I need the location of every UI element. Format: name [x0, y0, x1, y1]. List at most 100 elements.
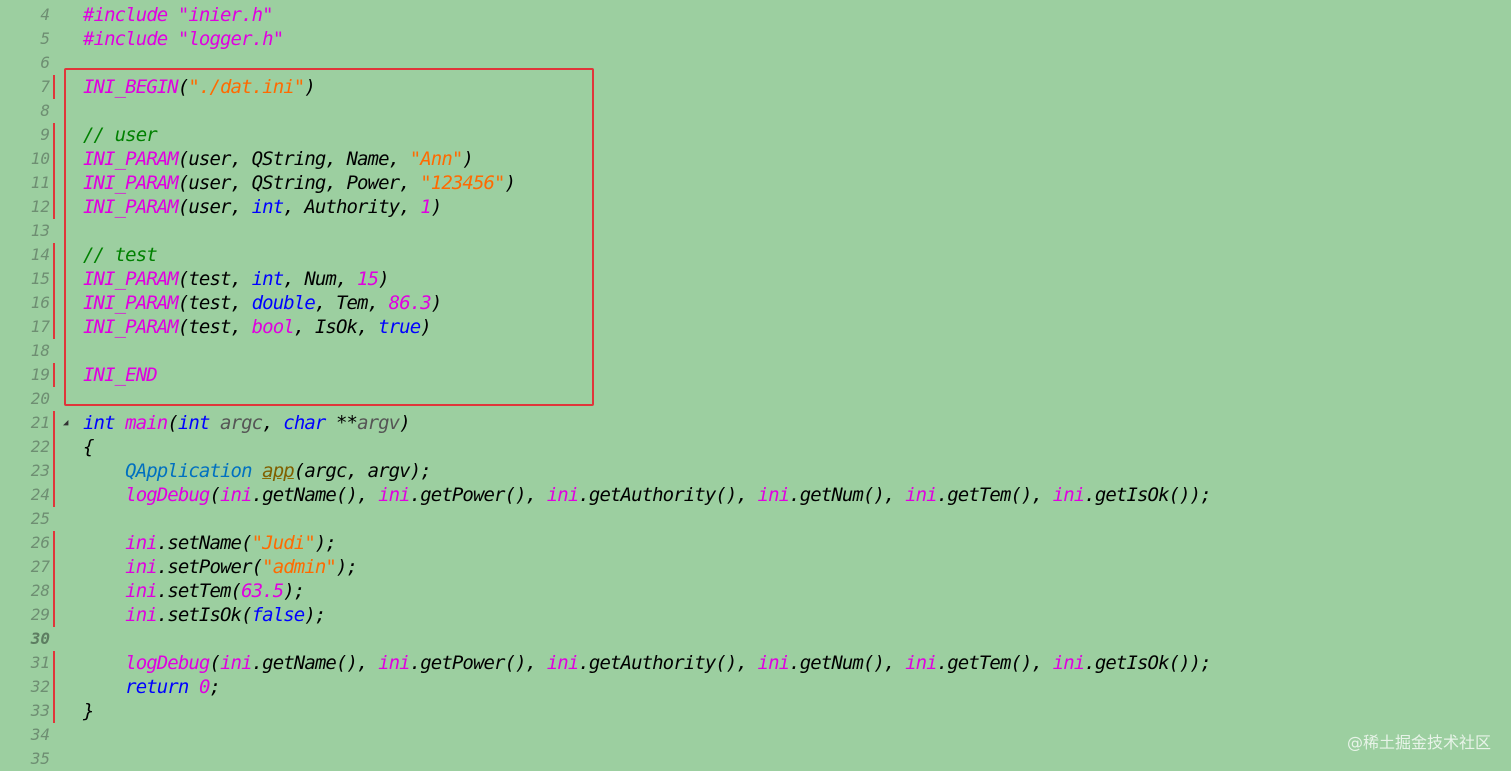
code-token: int — [251, 196, 285, 218]
code-token: .getName(), — [251, 484, 379, 506]
code-text: #include "inier.h" — [83, 3, 274, 27]
change-marker — [53, 435, 55, 459]
code-line[interactable]: 26 ini.setName("Judi"); — [0, 531, 1511, 555]
code-token: logDebug — [125, 652, 210, 674]
change-marker — [53, 123, 55, 147]
code-token: , Tem, — [314, 292, 389, 314]
code-token: INI_END — [83, 364, 158, 386]
code-text: } — [83, 699, 94, 723]
code-line[interactable]: 22 { — [0, 435, 1511, 459]
code-line[interactable]: 14// test — [0, 243, 1511, 267]
code-token: INI_PARAM — [83, 316, 179, 338]
code-line[interactable]: 29 ini.setIsOk(false); — [0, 603, 1511, 627]
code-token — [83, 532, 125, 554]
code-token: .getIsOk()); — [1084, 652, 1211, 674]
code-token: argc — [220, 412, 263, 434]
code-token — [83, 484, 125, 506]
code-line[interactable]: 24 logDebug(ini.getName(), ini.getPower(… — [0, 483, 1511, 507]
code-line[interactable]: 32 return 0; — [0, 675, 1511, 699]
code-line[interactable]: 4 #include "inier.h" — [0, 3, 1511, 27]
code-text: INI_PARAM(test, bool, IsOk, true) — [83, 315, 432, 339]
change-marker — [53, 171, 55, 195]
code-token — [83, 676, 125, 698]
code-token: ) — [399, 412, 410, 434]
code-token: { — [83, 436, 94, 458]
code-line[interactable]: 30 — [0, 627, 1511, 651]
code-token: .getNum(), — [789, 484, 906, 506]
code-token: ( — [209, 652, 221, 674]
code-text: #include "logger.h" — [83, 27, 284, 51]
code-token: (argc, argv); — [293, 460, 432, 482]
line-number: 6 — [40, 53, 50, 72]
code-line[interactable]: 25 — [0, 507, 1511, 531]
code-token: ini — [125, 532, 158, 554]
code-line[interactable]: 21◢int main(int argc, char **argv) — [0, 411, 1511, 435]
code-token — [83, 580, 125, 602]
code-token: INI_PARAM — [83, 148, 179, 170]
code-line[interactable]: 6 — [0, 51, 1511, 75]
code-token: argv — [357, 412, 400, 434]
code-token: ini — [757, 652, 791, 674]
code-token: QApplication — [125, 460, 252, 482]
line-number: 29 — [30, 605, 50, 624]
code-text: // user — [83, 123, 158, 147]
line-number: 9 — [40, 125, 50, 144]
code-line[interactable]: 31 logDebug(ini.getName(), ini.getPower(… — [0, 651, 1511, 675]
code-text: INI_PARAM(user, QString, Name, "Ann") — [83, 147, 474, 171]
code-token: ini — [757, 484, 791, 506]
change-marker — [53, 675, 55, 699]
code-line[interactable]: 28 ini.setTem(63.5); — [0, 579, 1511, 603]
code-line[interactable]: 5#include "logger.h" — [0, 27, 1511, 51]
code-token: 1 — [420, 196, 431, 218]
change-marker — [53, 699, 55, 723]
line-number: 18 — [30, 341, 50, 360]
code-token: #include — [83, 4, 178, 26]
code-token: (test, — [177, 316, 252, 338]
code-line[interactable]: 9 // user — [0, 123, 1511, 147]
code-token: 63.5 — [241, 580, 284, 602]
line-number: 22 — [30, 437, 50, 456]
code-line[interactable]: 34 — [0, 723, 1511, 747]
code-text: INI_END — [83, 363, 158, 387]
code-line[interactable]: 20 — [0, 387, 1511, 411]
code-line[interactable]: 33} — [0, 699, 1511, 723]
code-line[interactable]: 27 ini.setPower("admin"); — [0, 555, 1511, 579]
change-marker — [53, 531, 55, 555]
code-line[interactable]: 23 QApplication app(argc, argv); — [0, 459, 1511, 483]
change-marker — [53, 315, 55, 339]
code-line[interactable]: 35 — [0, 747, 1511, 771]
code-token: ); — [304, 604, 326, 626]
code-token: int — [83, 412, 116, 434]
code-token: ) — [420, 316, 431, 338]
line-number: 4 — [40, 5, 50, 24]
code-token: .setTem( — [156, 580, 242, 602]
code-token: ini — [1052, 484, 1086, 506]
watermark: @稀土掘金技术社区 — [1346, 733, 1491, 752]
code-token — [83, 556, 125, 578]
code-token: "123456" — [420, 172, 505, 194]
code-line[interactable]: 13 — [0, 219, 1511, 243]
code-token — [188, 676, 199, 698]
code-token: 15 — [357, 268, 379, 290]
code-token: ( — [177, 76, 189, 98]
code-line[interactable]: 8 — [0, 99, 1511, 123]
line-number: 35 — [30, 749, 50, 768]
code-text: INI_BEGIN("./dat.ini") — [83, 75, 316, 99]
code-line[interactable]: 18 — [0, 339, 1511, 363]
code-token: logDebug — [125, 484, 210, 506]
fold-toggle-icon[interactable]: ◢ — [63, 418, 69, 428]
code-token: ( — [209, 484, 221, 506]
code-text: ini.setIsOk(false); — [83, 603, 326, 627]
line-number: 14 — [30, 245, 50, 264]
code-token: .getName(), — [251, 652, 379, 674]
code-token: .setIsOk( — [156, 604, 253, 626]
